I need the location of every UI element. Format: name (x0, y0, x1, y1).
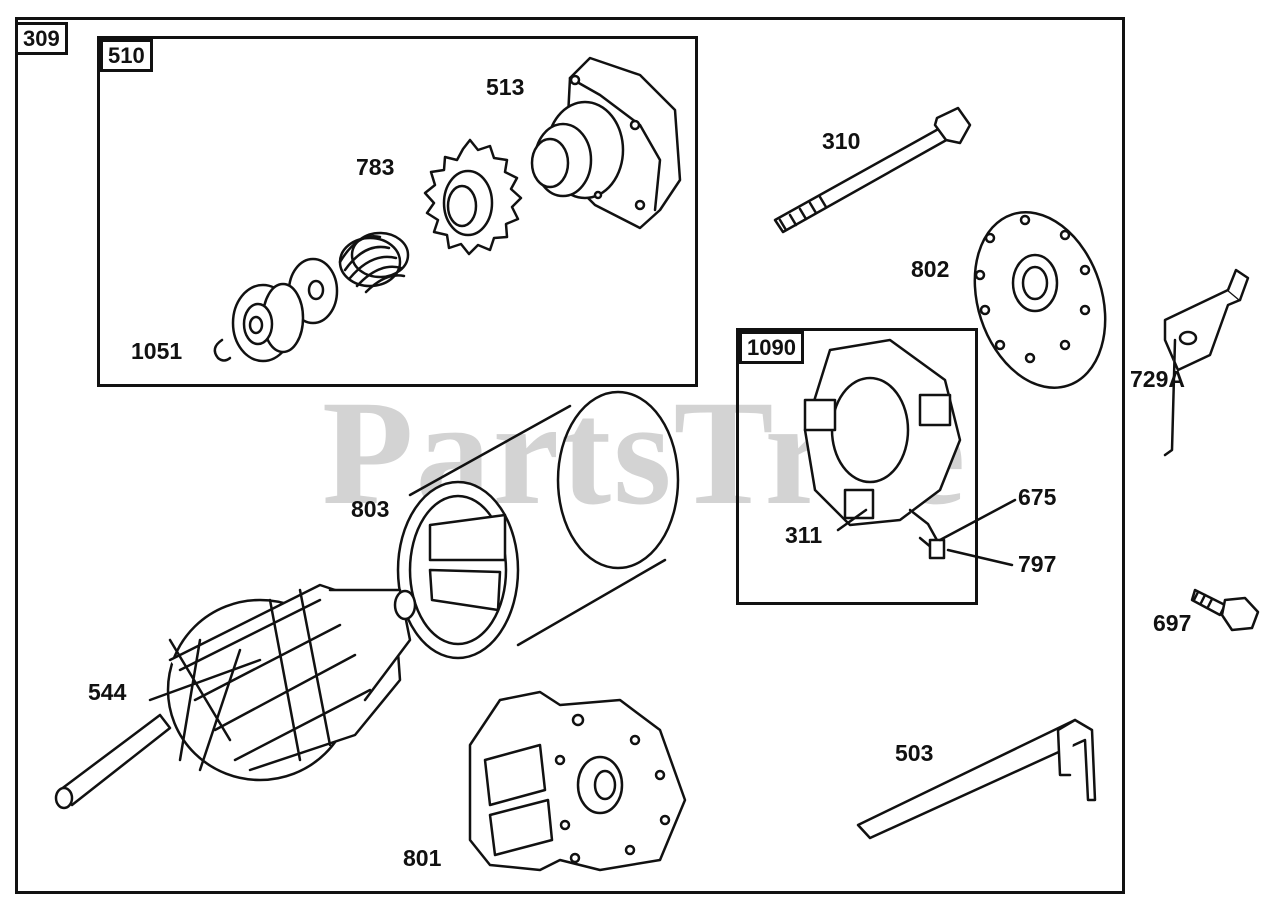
pinion-gear-drawing (423, 138, 523, 256)
leader-311 (836, 508, 868, 532)
brush-holder-drawing (803, 338, 962, 560)
drive-kit-label: 510 (100, 39, 153, 72)
mounting-plate-drawing (468, 690, 687, 872)
end-cap-drawing (973, 211, 1107, 389)
leader-675 (938, 498, 1017, 542)
part-label-802[interactable]: 802 (911, 256, 950, 282)
leader-797 (946, 548, 1014, 567)
part-label-803[interactable]: 803 (351, 496, 390, 522)
stop-nut-drawing (231, 282, 305, 363)
strap-drawing (856, 718, 1097, 840)
part-label-310[interactable]: 310 (822, 128, 861, 154)
part-label-797[interactable]: 797 (1018, 551, 1057, 577)
bracket-drawing (1163, 268, 1250, 457)
assembly-label: 309 (15, 22, 68, 55)
through-bolt-drawing (773, 106, 972, 234)
brush-kit-label: 1090 (739, 331, 804, 364)
retainer-clip-drawing (213, 338, 232, 362)
part-label-1051[interactable]: 1051 (131, 338, 183, 364)
field-housing-drawing (396, 390, 680, 660)
part-label-675[interactable]: 675 (1018, 484, 1057, 510)
armature-drawing (54, 583, 417, 810)
part-label-729a[interactable]: 729A (1130, 366, 1185, 392)
drive-housing-drawing (530, 56, 682, 230)
part-label-513[interactable]: 513 (486, 74, 525, 100)
assembly-frame (15, 17, 1125, 894)
part-label-311[interactable]: 311 (785, 522, 823, 548)
part-label-801[interactable]: 801 (403, 845, 442, 871)
drive-kit-frame (97, 36, 698, 387)
brush-kit-frame (736, 328, 978, 605)
spring-drawing (338, 231, 410, 294)
part-label-544[interactable]: 544 (88, 679, 127, 705)
part-label-697[interactable]: 697 (1153, 610, 1192, 636)
part-label-783[interactable]: 783 (356, 154, 395, 180)
screw-drawing (1190, 588, 1260, 632)
part-label-503[interactable]: 503 (895, 740, 934, 766)
